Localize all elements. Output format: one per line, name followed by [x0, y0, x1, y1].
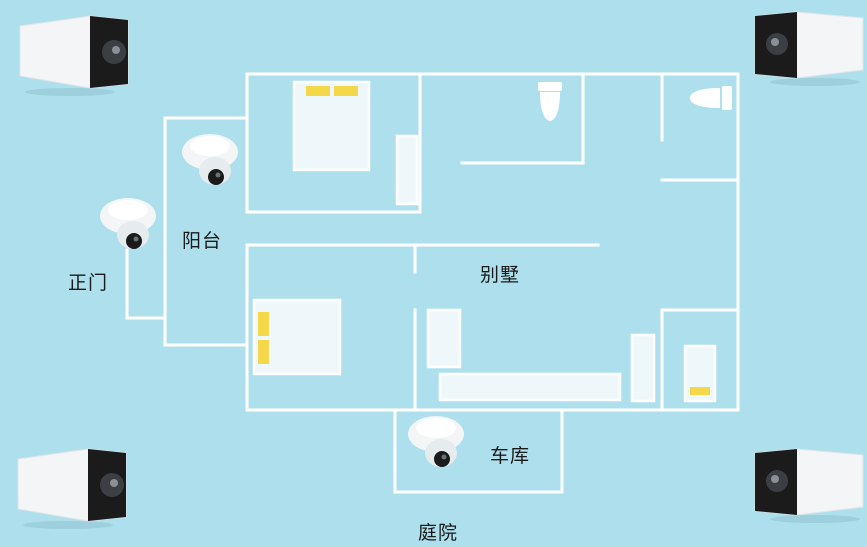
- courtyard-label: 庭院: [418, 522, 459, 544]
- shelf: [630, 333, 656, 403]
- bullet-camera-icon: [19, 15, 129, 96]
- pillow-icon: [306, 86, 330, 96]
- pillow-icon: [690, 387, 710, 395]
- balcony-label: 阳台: [182, 230, 223, 252]
- garage-label: 车库: [490, 445, 531, 467]
- main-gate-label: 正门: [68, 272, 109, 294]
- cabinet: [426, 308, 462, 369]
- toilet-icon: [538, 82, 562, 121]
- pillow-icon: [258, 340, 269, 364]
- bullet-camera-icon: [754, 11, 864, 86]
- dome-camera-icon: [182, 134, 238, 185]
- toilet-icon: [690, 86, 732, 110]
- dome-camera-icon: [408, 416, 464, 467]
- villa-label: 别墅: [480, 264, 521, 286]
- dome-camera-icon: [100, 198, 156, 249]
- wardrobe: [395, 134, 419, 206]
- furniture: [252, 80, 717, 403]
- pillow-icon: [258, 312, 269, 336]
- bullet-camera-icon: [17, 448, 127, 529]
- bed-icon: [292, 80, 371, 172]
- bullet-camera-icon: [754, 448, 864, 523]
- pillow-icon: [334, 86, 358, 96]
- walls: [125, 72, 740, 494]
- sofa: [438, 372, 622, 402]
